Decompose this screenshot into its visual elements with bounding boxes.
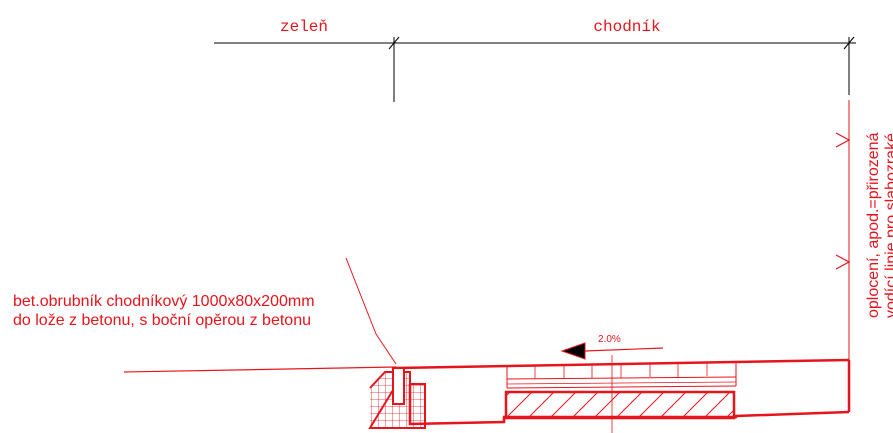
dimension-tick-left [388,36,400,50]
dimension-tick-right [843,36,855,50]
sidewalk-surface [395,358,850,370]
arrow-head-icon [560,342,586,360]
slope-arrow [560,342,664,360]
fence-marker-lower [835,254,851,270]
curb-stone [392,367,405,405]
leader-line [375,333,397,365]
dimension-label-zelen: zeleň [280,18,328,36]
terrain-line [123,366,397,373]
curb-note-line1: bet.obrubník chodníkový 1000x80x200mm [13,293,315,310]
curb [368,367,426,429]
curb-note-line2: do lože z betonu, s boční opěrou z beton… [13,312,311,329]
dimension-line [214,36,856,102]
concrete-base [504,390,736,420]
leader-line-extension [345,257,377,335]
fence-note-line1: oplocení, apod.=přirozená [865,132,882,318]
slope-label: 2.0% [598,334,621,345]
fence-marker-upper [835,132,851,148]
paving-blocks [506,361,737,389]
dimension-label-chodnik: chodník [593,18,660,36]
fence-note-line2: vodící linie pro slabozraké [883,133,893,318]
